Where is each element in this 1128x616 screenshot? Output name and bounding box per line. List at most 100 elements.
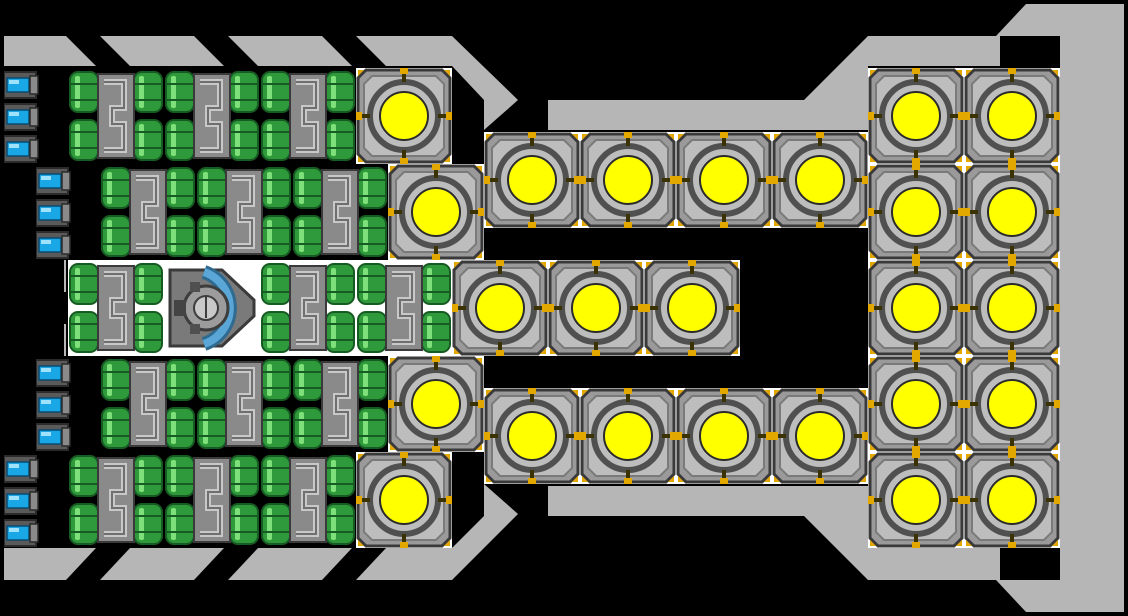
reactor-core-icon [868,164,964,260]
thruster-icon [36,231,71,259]
thruster-module[interactable] [36,198,72,228]
reactor-core-icon [580,388,676,484]
fuel-tank-module[interactable] [356,260,452,356]
reactor-core-icon [548,260,644,356]
reactor-module[interactable] [452,260,548,356]
fuel-tank-icon [261,263,355,353]
reactor-module[interactable] [964,452,1060,548]
reactor-core-icon [964,452,1060,548]
reactor-module[interactable] [644,260,740,356]
reactor-core-icon [772,388,868,484]
thruster-module[interactable] [36,390,72,420]
fuel-tank-module[interactable] [260,68,356,164]
reactor-module[interactable] [868,68,964,164]
reactor-module[interactable] [868,260,964,356]
thruster-module[interactable] [4,486,40,516]
reactor-core-icon [964,356,1060,452]
thruster-icon [36,359,71,387]
thruster-module[interactable] [4,102,40,132]
thruster-module[interactable] [4,134,40,164]
reactor-core-icon [580,132,676,228]
cockpit[interactable] [164,260,260,356]
reactor-module[interactable] [868,452,964,548]
reactor-module[interactable] [964,260,1060,356]
cockpit-icon [164,260,260,356]
reactor-core-icon [772,132,868,228]
fuel-tank-icon [293,359,387,449]
thruster-icon [4,455,39,483]
fuel-tank-module[interactable] [292,164,388,260]
reactor-module[interactable] [388,164,484,260]
thruster-module[interactable] [4,70,40,100]
fuel-tank-module[interactable] [260,260,356,356]
reactor-module[interactable] [356,452,452,548]
fuel-tank-icon [165,71,259,161]
fuel-tank-module[interactable] [68,260,164,356]
thruster-module[interactable] [36,230,72,260]
thruster-icon [36,167,71,195]
fuel-tank-icon [293,167,387,257]
reactor-module[interactable] [356,68,452,164]
fuel-tank-module[interactable] [196,164,292,260]
thruster-icon [4,103,39,131]
thruster-module[interactable] [4,454,40,484]
fuel-tank-module[interactable] [292,356,388,452]
reactor-module[interactable] [676,388,772,484]
fuel-tank-module[interactable] [68,452,164,548]
thruster-icon [36,423,71,451]
fuel-tank-icon [261,455,355,545]
thruster-module[interactable] [36,358,72,388]
fuel-tank-module[interactable] [164,68,260,164]
fuel-tank-module[interactable] [68,68,164,164]
reactor-core-icon [484,388,580,484]
reactor-core-icon [388,164,484,260]
reactor-core-icon [452,260,548,356]
reactor-module[interactable] [772,388,868,484]
reactor-module[interactable] [676,132,772,228]
reactor-core-icon [356,68,452,164]
thruster-icon [4,71,39,99]
thruster-icon [4,519,39,547]
fuel-tank-icon [261,71,355,161]
thruster-icon [36,391,71,419]
reactor-module[interactable] [580,132,676,228]
reactor-module[interactable] [964,164,1060,260]
thruster-module[interactable] [36,166,72,196]
reactor-core-icon [868,68,964,164]
fuel-tank-icon [357,263,451,353]
reactor-core-icon [356,452,452,548]
reactor-core-icon [964,68,1060,164]
reactor-module[interactable] [868,356,964,452]
fuel-tank-icon [69,263,163,353]
reactor-core-icon [676,388,772,484]
reactor-core-icon [388,356,484,452]
reactor-module[interactable] [548,260,644,356]
fuel-tank-module[interactable] [164,452,260,548]
fuel-tank-icon [197,167,291,257]
reactor-module[interactable] [964,356,1060,452]
fuel-tank-icon [101,359,195,449]
fuel-tank-icon [69,71,163,161]
reactor-module[interactable] [964,68,1060,164]
fuel-tank-icon [101,167,195,257]
fuel-tank-module[interactable] [260,452,356,548]
reactor-module[interactable] [772,132,868,228]
thruster-icon [4,135,39,163]
reactor-core-icon [676,132,772,228]
thruster-module[interactable] [4,518,40,548]
fuel-tank-icon [165,455,259,545]
reactor-core-icon [868,260,964,356]
reactor-module[interactable] [868,164,964,260]
reactor-module[interactable] [580,388,676,484]
thruster-module[interactable] [36,422,72,452]
reactor-core-icon [964,164,1060,260]
reactor-module[interactable] [484,132,580,228]
reactor-module[interactable] [484,388,580,484]
reactor-core-icon [868,356,964,452]
fuel-tank-icon [197,359,291,449]
fuel-tank-module[interactable] [100,356,196,452]
fuel-tank-module[interactable] [100,164,196,260]
reactor-core-icon [868,452,964,548]
fuel-tank-module[interactable] [196,356,292,452]
reactor-module[interactable] [388,356,484,452]
